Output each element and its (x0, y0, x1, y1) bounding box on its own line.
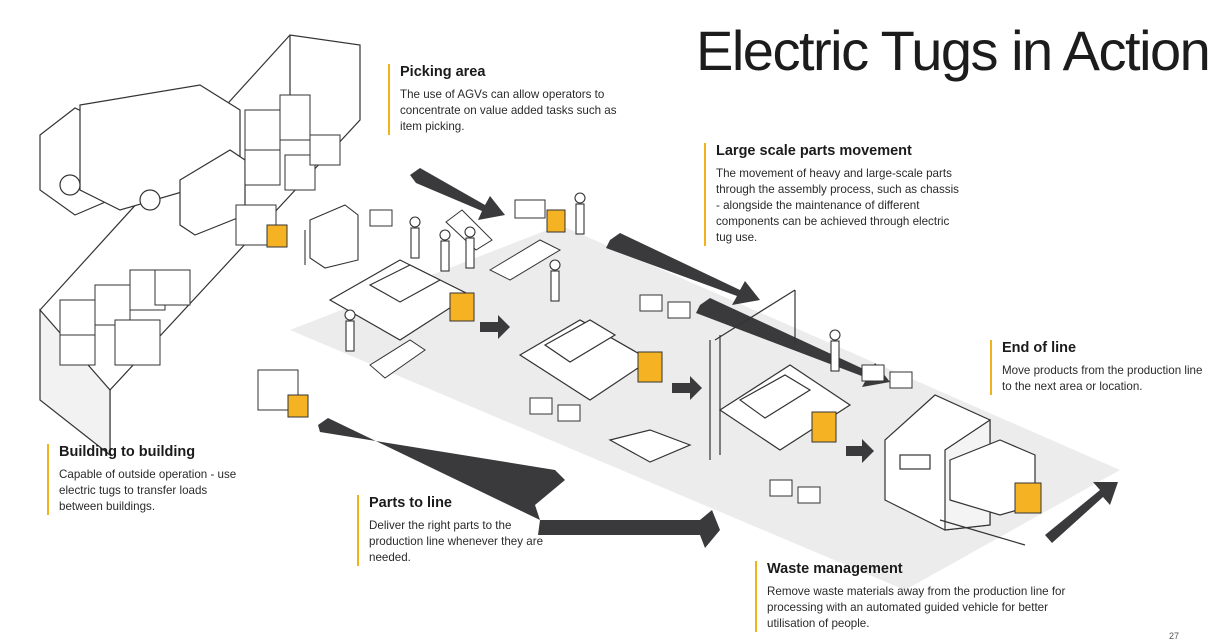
electric-tugs (266, 209, 1042, 514)
workers (344, 192, 841, 372)
callout-heading: Waste management (767, 561, 903, 577)
callout-text: Deliver the right parts to the productio… (369, 519, 544, 564)
callout-heading: End of line (1002, 340, 1077, 356)
callout-text: Move products from the production line t… (1002, 364, 1203, 393)
truck (39, 84, 246, 236)
callout-heading: Large scale parts movement (716, 143, 912, 159)
callout-text: The movement of heavy and large-scale pa… (716, 167, 959, 244)
callout-waste-management: Waste management Remove waste materials … (755, 561, 1067, 632)
page-number: 27 (1168, 631, 1179, 641)
callout-heading: Building to building (59, 444, 196, 460)
forklift (304, 204, 359, 269)
waste-bins (369, 199, 913, 504)
callout-text: Capable of outside operation - use elect… (59, 468, 237, 513)
callout-heading: Parts to line (369, 495, 452, 511)
callout-end-of-line: End of line Move products from the produ… (990, 340, 1212, 395)
callout-text: The use of AGVs can allow operators to c… (400, 88, 617, 133)
callout-building-to-building: Building to building Capable of outside … (47, 444, 244, 515)
callout-picking-area: Picking area The use of AGVs can allow o… (388, 64, 630, 135)
callout-large-scale-parts: Large scale parts movement The movement … (704, 143, 961, 246)
flow-arrows (318, 168, 1118, 548)
stacked-boxes (59, 94, 341, 366)
callout-text: Remove waste materials away from the pro… (767, 585, 1066, 630)
callout-parts-to-line: Parts to line Deliver the right parts to… (357, 495, 544, 566)
callout-heading: Picking area (400, 64, 486, 80)
floor-guide-line (939, 519, 1026, 546)
workstations (328, 259, 852, 463)
page-title: Electric Tugs in Action (696, 19, 1211, 82)
